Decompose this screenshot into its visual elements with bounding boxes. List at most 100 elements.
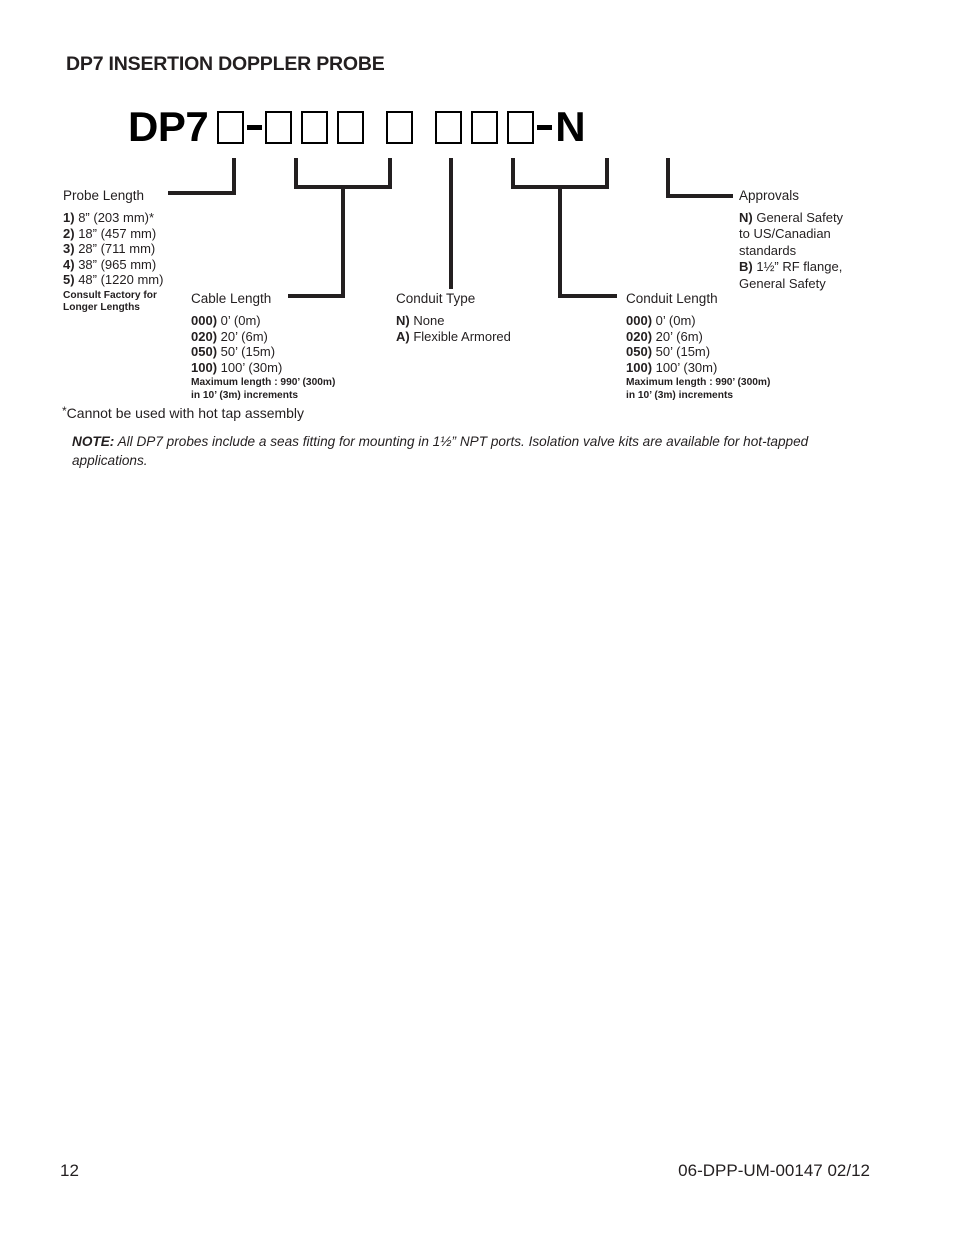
option-text: 100’ (30m)	[655, 359, 718, 375]
option-code: 100)	[191, 359, 218, 375]
note-line: in 10’ (3m) increments	[191, 389, 299, 401]
footer-page-number: 12	[60, 1161, 79, 1180]
option-item-cont: standards	[739, 242, 797, 258]
callout-approvals: Approvals N) General Safety to US/Canadi…	[739, 188, 843, 292]
callout-title-probe-length: Probe Length	[63, 188, 145, 203]
option-text: 20’ (6m)	[655, 328, 703, 344]
callout-title-conduit-type: Conduit Type	[396, 291, 476, 306]
option-item: 3) 28” (711 mm)	[63, 241, 163, 257]
callout-note-conduit-length: Maximum length : 990’ (300m) in 10’ (3m)…	[626, 377, 770, 401]
option-code: 000)	[191, 313, 218, 328]
option-item: 100) 100’ (30m)	[626, 360, 770, 376]
option-text: None	[413, 313, 445, 328]
note-line: Longer Lengths	[63, 302, 140, 314]
model-box-conduit-length-1	[435, 110, 463, 144]
note-text: All DP7 probes include a seas fitting fo…	[72, 434, 809, 468]
model-suffix-label: N	[555, 103, 586, 150]
footnote-text: Cannot be used with hot tap assembly	[66, 405, 305, 421]
option-list-cable-length: 000) 0’ (0m) 020) 20’ (6m) 050) 50’ (15m…	[191, 313, 335, 375]
option-text: 28” (711 mm)	[78, 241, 156, 257]
callout-probe-length: Probe Length 1) 8” (203 mm)* 2) 18” (457…	[63, 188, 163, 314]
option-text: General Safety	[756, 210, 844, 225]
option-item: 1) 8” (203 mm)*	[63, 210, 163, 226]
option-code: 000)	[626, 313, 653, 328]
option-text: Flexible Armored	[413, 328, 511, 344]
option-code: 100)	[626, 359, 653, 375]
option-code: 050)	[626, 344, 653, 360]
option-list-conduit-type: N) None A) Flexible Armored	[396, 313, 511, 344]
option-item-cont: to US/Canadian	[739, 226, 831, 242]
callout-title-conduit-length: Conduit Length	[626, 291, 718, 306]
model-box-cable-length-1	[265, 110, 293, 144]
option-code: N)	[739, 210, 753, 225]
note-line: in 10’ (3m) increments	[626, 389, 734, 401]
option-item: 2) 18” (457 mm)	[63, 226, 163, 242]
option-code: 3)	[63, 241, 75, 257]
note-line: Maximum length : 990’ (300m)	[626, 377, 771, 389]
note-block: NOTE: All DP7 probes include a seas fitt…	[72, 432, 872, 470]
option-text: 48” (1220 mm)	[78, 272, 164, 288]
callout-conduit-type: Conduit Type N) None A) Flexible Armored	[396, 291, 511, 344]
note-label: NOTE:	[72, 434, 115, 449]
option-text: 8” (203 mm)*	[78, 210, 155, 225]
model-box-cable-length-3	[337, 110, 365, 144]
option-item: N) None	[396, 313, 511, 329]
option-code: 050)	[191, 344, 218, 360]
option-code: 020)	[626, 328, 653, 344]
callout-title-cable-length: Cable Length	[191, 291, 272, 306]
option-code: N)	[396, 313, 410, 328]
option-text: 18” (457 mm)	[78, 225, 157, 241]
page-title: DP7 INSERTION DOPPLER PROBE	[66, 53, 385, 75]
option-item: 5) 48” (1220 mm)	[63, 272, 163, 288]
model-dash-2	[537, 124, 553, 130]
option-code: 4)	[63, 256, 75, 272]
callout-title-approvals: Approvals	[739, 188, 800, 203]
option-item: 000) 0’ (0m)	[626, 313, 770, 329]
footnote-hot-tap: *Cannot be used with hot tap assembly	[62, 404, 304, 421]
model-box-conduit-length-2	[471, 110, 499, 144]
option-text: 0’ (0m)	[220, 313, 261, 328]
callout-cable-length: Cable Length 000) 0’ (0m) 020) 20’ (6m) …	[191, 291, 335, 402]
option-item: 4) 38” (965 mm)	[63, 257, 163, 273]
note-line: Maximum length : 990’ (300m)	[191, 377, 336, 389]
leader-conduit-length-bracket	[511, 158, 609, 189]
leader-cable-length-bracket	[294, 158, 392, 189]
footer-document-code: 06-DPP-UM-00147 02/12	[678, 1161, 870, 1180]
model-box-conduit-type-1	[386, 110, 414, 144]
leader-conduit-length-stem	[558, 187, 617, 298]
model-number-string: DP7 N	[128, 103, 586, 150]
leader-cable-length-stem	[288, 187, 345, 298]
model-box-probe-length-1	[217, 110, 245, 144]
option-code: 5)	[63, 272, 75, 288]
callout-note-probe-length: Consult Factory for Longer Lengths	[63, 290, 163, 314]
option-item: 100) 100’ (30m)	[191, 360, 335, 376]
option-code: 2)	[63, 225, 75, 241]
option-item: 050) 50’ (15m)	[626, 344, 770, 360]
option-text: 1½” RF flange,	[756, 259, 843, 275]
option-item: A) Flexible Armored	[396, 329, 511, 345]
note-line: Consult Factory for	[63, 289, 157, 301]
option-text: 38” (965 mm)	[78, 256, 157, 272]
option-item-cont: General Safety	[739, 275, 826, 291]
option-list-conduit-length: 000) 0’ (0m) 020) 20’ (6m) 050) 50’ (15m…	[626, 313, 770, 375]
callout-note-cable-length: Maximum length : 990’ (300m) in 10’ (3m)…	[191, 377, 335, 401]
option-item: 050) 50’ (15m)	[191, 344, 335, 360]
callout-conduit-length: Conduit Length 000) 0’ (0m) 020) 20’ (6m…	[626, 291, 770, 402]
footnote-marker: *	[62, 404, 67, 418]
option-item: N) General Safety	[739, 210, 843, 226]
option-code: A)	[396, 328, 410, 344]
model-prefix-label: DP7	[128, 103, 209, 150]
leader-probe-length	[168, 158, 236, 195]
model-dash-1	[247, 124, 263, 130]
option-text: 50’ (15m)	[655, 344, 711, 360]
option-item: B) 1½” RF flange,	[739, 259, 843, 275]
option-item: 020) 20’ (6m)	[626, 329, 770, 345]
leader-approvals	[666, 158, 733, 198]
option-item: 000) 0’ (0m)	[191, 313, 335, 329]
option-text: 100’ (30m)	[220, 359, 283, 375]
option-list-probe-length: 1) 8” (203 mm)* 2) 18” (457 mm) 3) 28” (…	[63, 210, 163, 288]
option-list-approvals: N) General Safety to US/Canadian standar…	[739, 210, 843, 292]
option-code: B)	[739, 259, 753, 275]
option-item: 020) 20’ (6m)	[191, 329, 335, 345]
